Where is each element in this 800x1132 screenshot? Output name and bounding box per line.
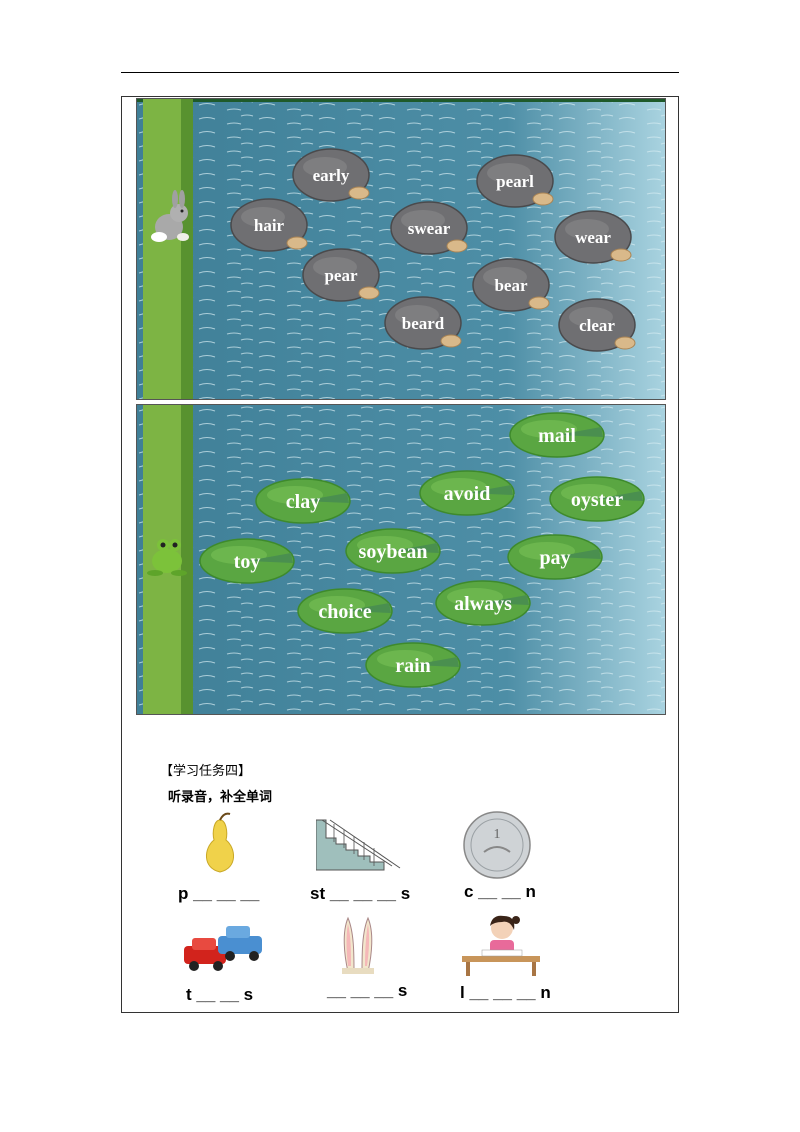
task-title: 【学习任务四】 bbox=[160, 764, 252, 779]
stone-word: bear bbox=[494, 276, 528, 295]
stone-word: pearl bbox=[496, 172, 534, 191]
lilypad-oyster[interactable]: oyster bbox=[549, 476, 645, 522]
stone-word: early bbox=[313, 166, 350, 185]
stone-word: beard bbox=[402, 314, 445, 333]
stone-wear[interactable]: wear bbox=[554, 210, 632, 264]
lilypad-word: soybean bbox=[359, 541, 428, 563]
word-blank-coin[interactable]: c __ __ n bbox=[464, 882, 536, 901]
lilypad-avoid[interactable]: avoid bbox=[419, 470, 515, 516]
svg-text:1: 1 bbox=[494, 827, 501, 842]
stone-word: wear bbox=[575, 228, 611, 247]
lilypad-mail[interactable]: mail bbox=[509, 412, 605, 458]
lilypad-soybean[interactable]: soybean bbox=[345, 528, 441, 574]
stone-pearl[interactable]: pearl bbox=[476, 154, 554, 208]
lilypad-word: pay bbox=[539, 547, 570, 569]
stone-swear[interactable]: swear bbox=[390, 201, 468, 255]
word-blank-pear[interactable]: p __ __ __ bbox=[178, 884, 260, 903]
stone-clear[interactable]: clear bbox=[558, 298, 636, 352]
girl-studying-icon bbox=[462, 915, 540, 976]
lilypad-pond-canvas: mail avoid oyster clay soybean pay toy always ch… bbox=[137, 405, 665, 714]
lilypad-word: mail bbox=[538, 425, 576, 447]
stone-word: swear bbox=[408, 219, 451, 238]
lilypad-word: choice bbox=[318, 601, 371, 623]
lilypad-word: always bbox=[454, 593, 512, 615]
word-blank-toys[interactable]: t __ __ s bbox=[186, 985, 254, 1004]
stone-early[interactable]: early bbox=[292, 148, 370, 202]
lilypad-rain[interactable]: rain bbox=[365, 642, 461, 688]
lilypad-word: toy bbox=[234, 551, 261, 573]
pear-icon bbox=[206, 812, 234, 873]
worksheet-frame bbox=[121, 96, 679, 1013]
stone-beard[interactable]: beard bbox=[384, 296, 462, 350]
stone-pond-game: early pearl hair swear wear pear bear beard clea… bbox=[136, 98, 666, 400]
task-instruction: 听录音，补全单词 bbox=[168, 790, 273, 805]
stone-word: clear bbox=[579, 316, 615, 335]
grass-bank-edge bbox=[181, 99, 193, 399]
lilypad-word: avoid bbox=[444, 483, 491, 505]
lilypad-word: rain bbox=[395, 655, 431, 677]
frog-icon bbox=[147, 539, 187, 576]
coin-icon: 1 bbox=[463, 811, 531, 879]
lilypad-word: oyster bbox=[571, 489, 623, 511]
lilypad-always[interactable]: always bbox=[435, 580, 531, 626]
stone-word: pear bbox=[324, 266, 358, 285]
stone-word: hair bbox=[254, 216, 285, 235]
stairs-icon bbox=[316, 819, 401, 871]
top-edge bbox=[137, 99, 665, 102]
lilypad-pay[interactable]: pay bbox=[507, 534, 603, 580]
lilypad-choice[interactable]: choice bbox=[297, 588, 393, 634]
grass-bank-edge bbox=[181, 405, 193, 714]
rabbit-ears-icon bbox=[342, 916, 374, 974]
header-rule bbox=[121, 72, 679, 73]
lilypad-toy[interactable]: toy bbox=[199, 538, 295, 584]
lilypad-word: clay bbox=[286, 491, 320, 513]
stone-bear[interactable]: bear bbox=[472, 258, 550, 312]
toy-cars-icon bbox=[184, 926, 262, 971]
lilypad-clay[interactable]: clay bbox=[255, 478, 351, 524]
stone-pear[interactable]: pear bbox=[302, 248, 380, 302]
stone-pond-canvas: early pearl hair swear wear pear bear beard clea… bbox=[137, 99, 665, 399]
lilypad-pond-game: mail avoid oyster clay soybean pay toy always ch… bbox=[136, 404, 666, 715]
word-blank-ears[interactable]: __ __ __ s bbox=[327, 981, 408, 1000]
word-blank-stairs[interactable]: st __ __ __ s bbox=[310, 884, 411, 903]
word-blank-learn[interactable]: l __ __ __ n bbox=[460, 983, 551, 1002]
rabbit-icon bbox=[151, 190, 189, 242]
stone-hair[interactable]: hair bbox=[230, 198, 308, 252]
